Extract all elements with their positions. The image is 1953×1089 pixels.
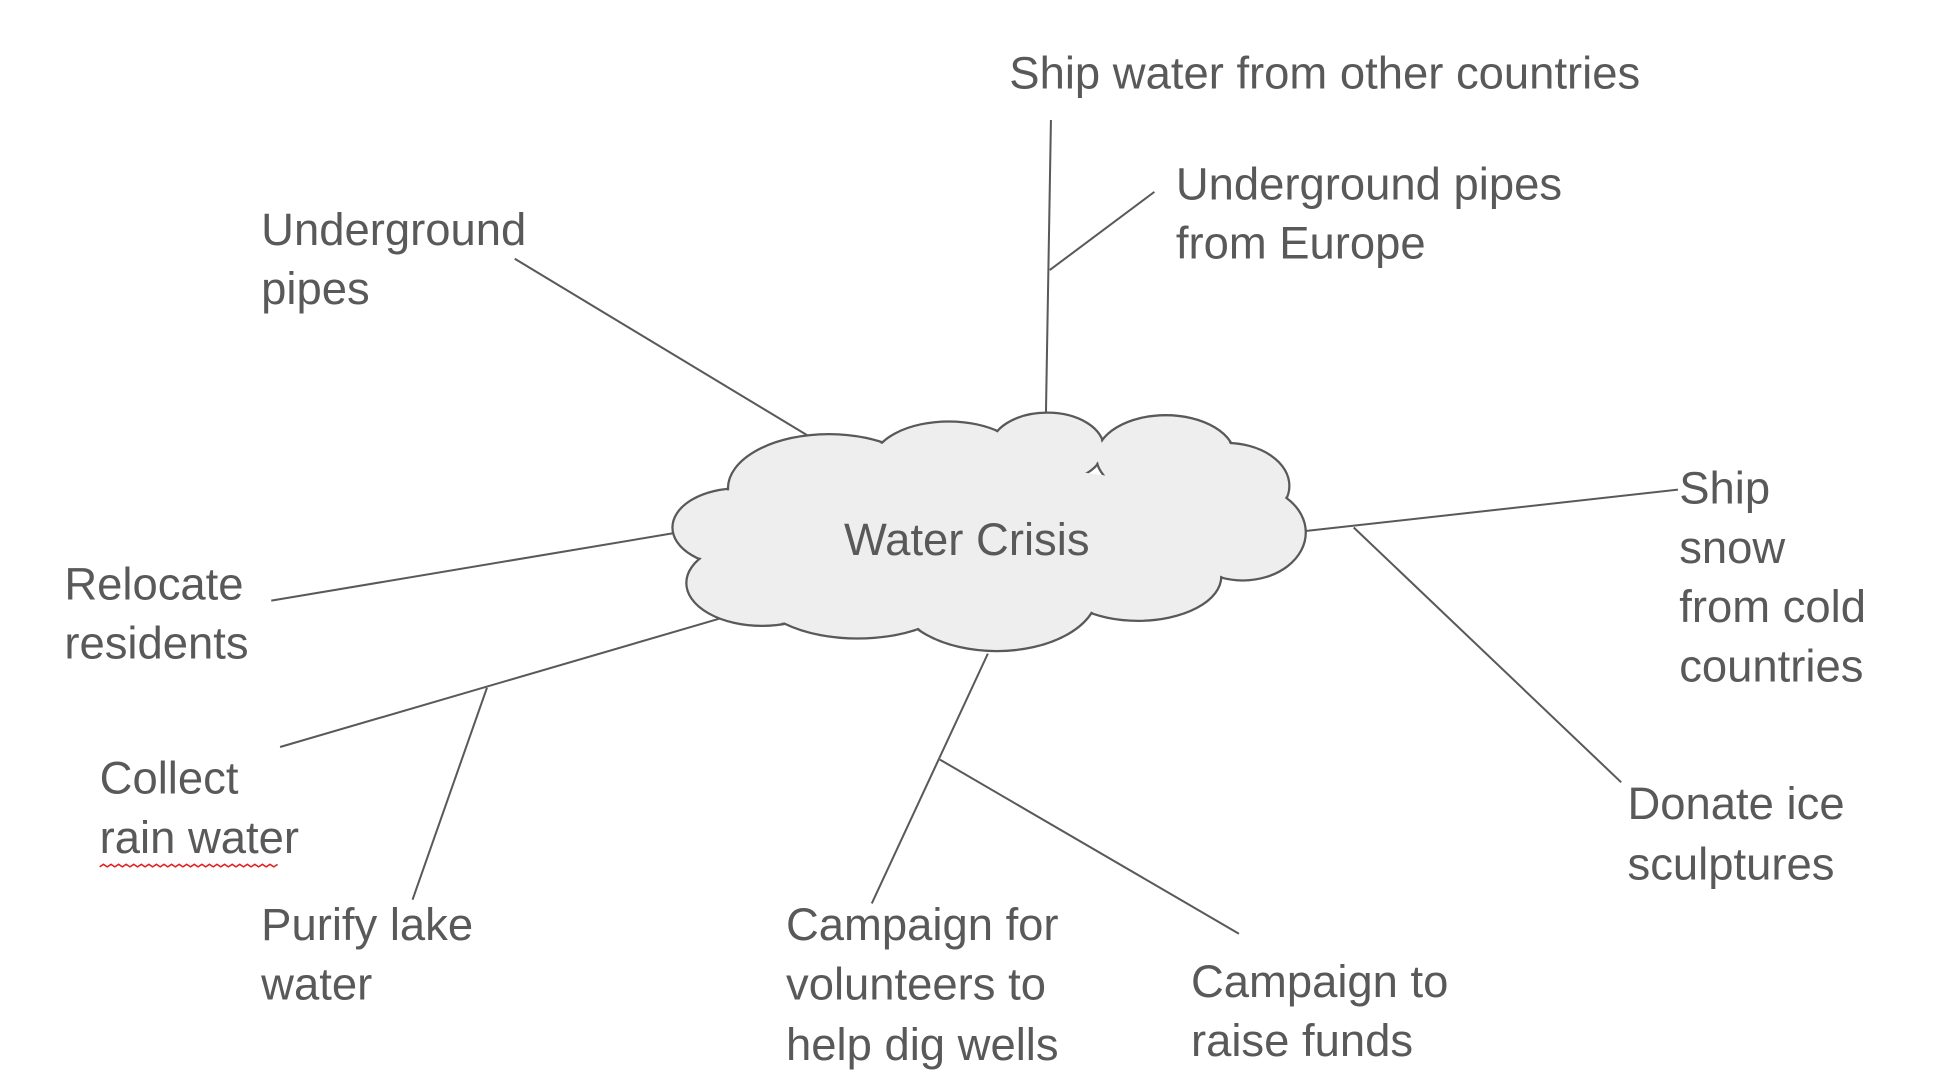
node-donate-ice: Donate ice sculptures: [1628, 778, 1845, 890]
node-text: volunteers to: [786, 958, 1046, 1009]
spellcheck-underline: [99, 863, 278, 868]
node-text: Underground pipes: [1176, 158, 1562, 209]
connector-lines: [271, 119, 1679, 935]
center-topic: Water Crisis: [844, 514, 1090, 565]
node-text: Ship water from other countries: [1009, 47, 1640, 98]
node-collect-rain: Collect rain water: [99, 753, 299, 868]
node-text: water: [260, 958, 372, 1009]
cloud-puff: [731, 466, 1237, 606]
line-donate-ice: [1353, 526, 1622, 784]
node-text: sculptures: [1628, 838, 1835, 889]
cloud-puff: [991, 414, 1103, 482]
node-text: Ship: [1679, 462, 1770, 513]
line-pipes-europe: [1049, 191, 1155, 271]
node-text: from Europe: [1176, 218, 1426, 269]
node-underground-pipes: Underground pipes: [261, 204, 526, 314]
node-ship-snow: Ship snow from cold countries: [1679, 462, 1866, 691]
node-ship-water: Ship water from other countries: [1009, 47, 1640, 98]
node-text: Campaign for: [786, 899, 1059, 950]
node-campaign-volunteers: Campaign for volunteers to help dig well…: [786, 899, 1059, 1070]
center-label: Water Crisis: [844, 514, 1090, 565]
cloud-shape: [671, 411, 1307, 653]
node-text: raise funds: [1191, 1015, 1413, 1066]
node-text: snow: [1679, 522, 1785, 573]
node-text: Collect: [100, 753, 239, 804]
line-ship-snow: [1303, 488, 1679, 533]
line-collect-rain: [279, 605, 760, 748]
line-underground-pipes: [514, 257, 808, 437]
node-text: residents: [64, 618, 248, 669]
node-text: Purify lake: [261, 899, 473, 950]
node-purify-lake: Purify lake water: [260, 899, 473, 1009]
node-text: help dig wells: [786, 1019, 1059, 1070]
node-text: Underground: [261, 204, 526, 255]
line-ship-water: [1044, 119, 1052, 417]
node-campaign-funds: Campaign to raise funds: [1191, 956, 1448, 1066]
line-campaign-funds: [939, 758, 1240, 935]
node-text: rain water: [100, 812, 299, 863]
node-text: from cold: [1679, 581, 1866, 632]
node-relocate: Relocate residents: [64, 558, 248, 668]
node-pipes-europe: Underground pipes from Europe: [1176, 158, 1562, 268]
line-purify-lake: [411, 687, 488, 900]
node-text: Campaign to: [1191, 956, 1448, 1007]
line-relocate: [271, 531, 678, 602]
node-text: pipes: [261, 263, 370, 314]
node-text: countries: [1679, 640, 1863, 691]
node-text: Relocate: [64, 558, 243, 609]
node-text: Donate ice: [1628, 778, 1845, 829]
line-campaign-volunteers: [870, 653, 989, 904]
